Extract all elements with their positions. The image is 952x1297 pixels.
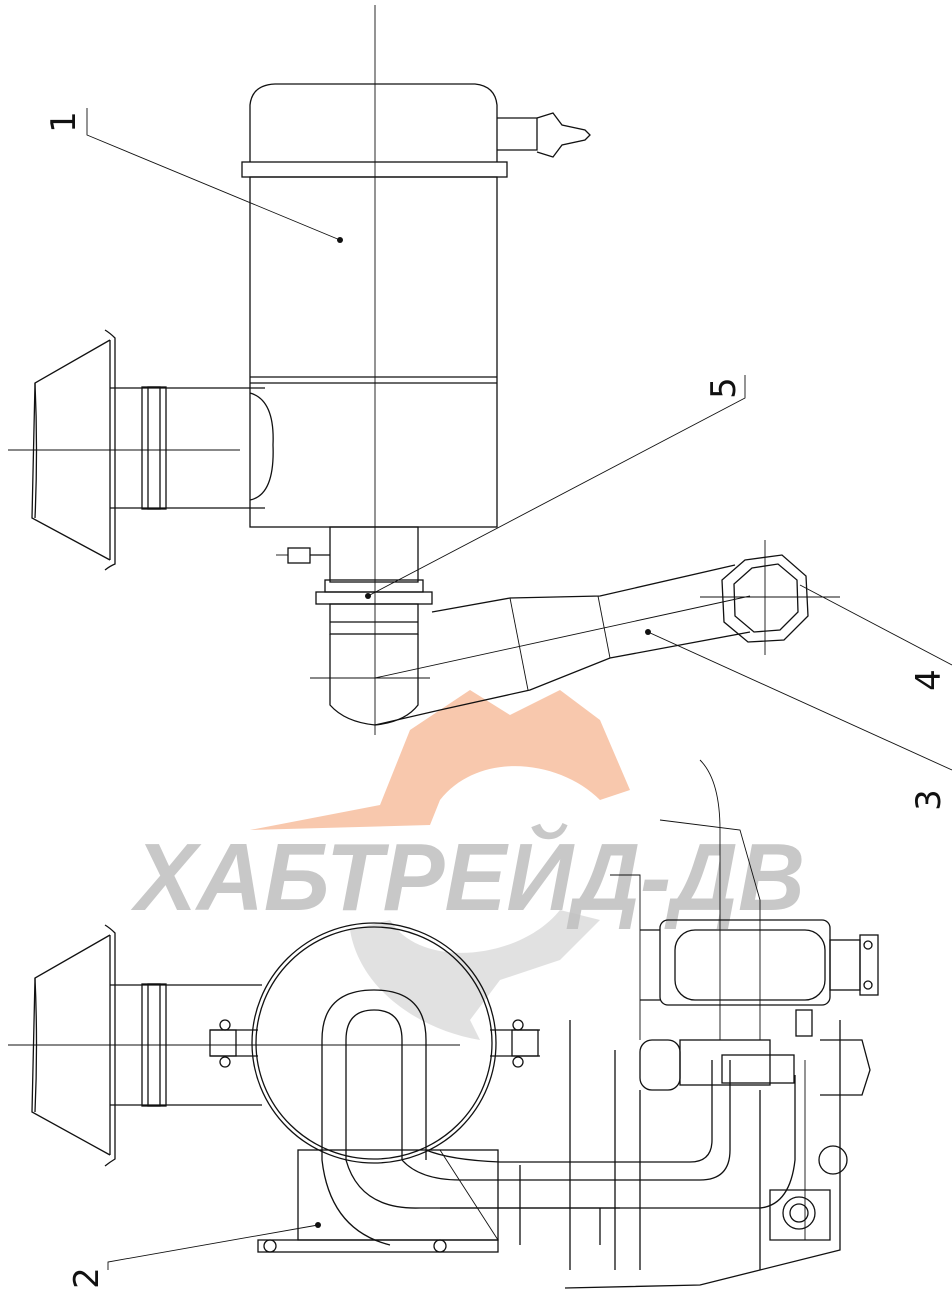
callout-3: 3	[909, 789, 949, 811]
callout-1: 1	[44, 111, 84, 133]
callout-2: 2	[67, 1267, 107, 1289]
air-filter-side-view	[8, 759, 879, 1289]
callout-labels: 1 2 3 4 5	[44, 111, 949, 1289]
watermark-gear-icon	[250, 690, 630, 830]
watermark-text: ХАБТРЕЙД-ДВ	[130, 822, 805, 931]
callout-4: 4	[909, 669, 949, 691]
air-filter-top-view	[8, 5, 840, 735]
callout-leaders	[86, 108, 952, 1270]
watermark: ХАБТРЕЙД-ДВ	[130, 690, 805, 1040]
callout-5: 5	[704, 377, 744, 399]
